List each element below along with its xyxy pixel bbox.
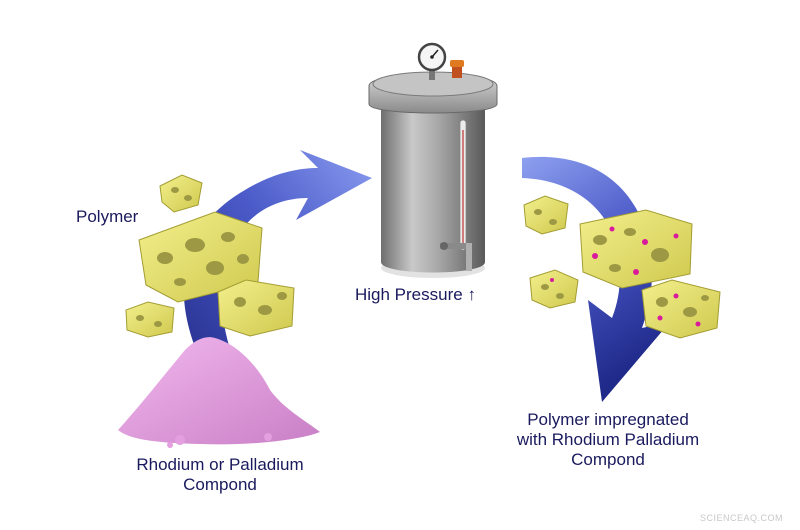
impregnated-sponge-left xyxy=(529,269,579,309)
polymer-sponge-small xyxy=(125,301,175,338)
pressure-gauge-icon xyxy=(417,42,447,80)
impregnated-sponge-top xyxy=(523,195,569,235)
impregnated-sponge-right xyxy=(641,279,721,339)
up-arrow-icon: ↑ xyxy=(467,285,476,304)
compound-label-line1: Rhodium or Palladium xyxy=(136,455,304,474)
polymer-sponge-right xyxy=(217,279,295,337)
compound-label-line2: Compond xyxy=(183,475,257,494)
result-label: Polymer impregnated with Rhodium Palladi… xyxy=(478,410,738,470)
high-pressure-label: High Pressure ↑ xyxy=(355,285,476,305)
rhodium-palladium-powder-pile xyxy=(118,337,320,448)
left-process-arrow xyxy=(183,150,372,370)
polymer-sponge-top xyxy=(159,174,203,213)
polymer-label: Polymer xyxy=(76,207,139,226)
result-label-line2: with Rhodium Palladium xyxy=(516,430,700,449)
impregnated-sponge-large xyxy=(579,209,693,289)
compound-label: Rhodium or Palladium Compond xyxy=(100,455,340,495)
high-pressure-text: High Pressure xyxy=(355,285,463,304)
safety-valve-icon xyxy=(450,60,464,78)
drain-valve-icon xyxy=(440,242,472,271)
result-label-line3: Compond xyxy=(571,450,645,469)
watermark: SCIENCEAQ.COM xyxy=(700,513,784,523)
pressure-vessel xyxy=(368,42,498,278)
result-label-line1: Polymer impregnated xyxy=(527,410,689,429)
